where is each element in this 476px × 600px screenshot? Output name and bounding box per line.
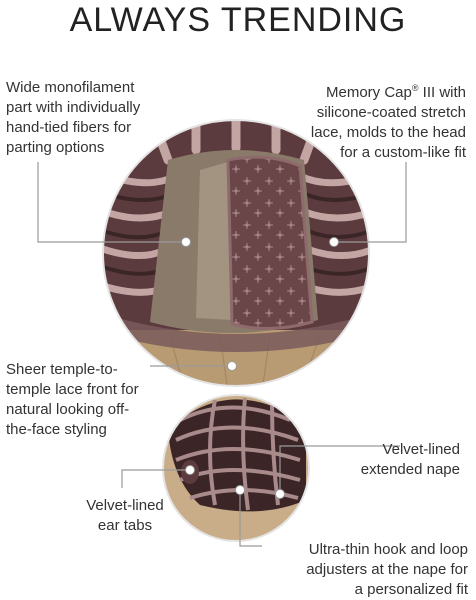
callout-lines (37, 162, 407, 547)
label-monofilament-part: Wide monofilament part with individually… (6, 79, 141, 156)
registered-mark: ® (411, 83, 419, 93)
label-hook-loop-adjusters: Ultra-thin hook and loop adjusters at th… (306, 541, 468, 598)
label-ear-tabs: Velvet-lined ear tabs (86, 497, 164, 534)
label-velvet-nape: Velvet-lined extended nape (360, 441, 460, 478)
memory-cap-name: Memory Cap (325, 84, 412, 101)
label-sheer-lace-front: Sheer temple-to- temple lace front for n… (6, 361, 139, 438)
memory-cap-description: III with silicone-coated stretch lace, m… (310, 84, 466, 161)
label-memory-cap: Memory Cap® III with silicone-coated str… (276, 78, 466, 163)
nape-detail-view (163, 395, 309, 541)
cap-interior-view (103, 120, 369, 386)
callout-dots (181, 237, 339, 499)
page-title: ALWAYS TRENDING (69, 1, 407, 39)
